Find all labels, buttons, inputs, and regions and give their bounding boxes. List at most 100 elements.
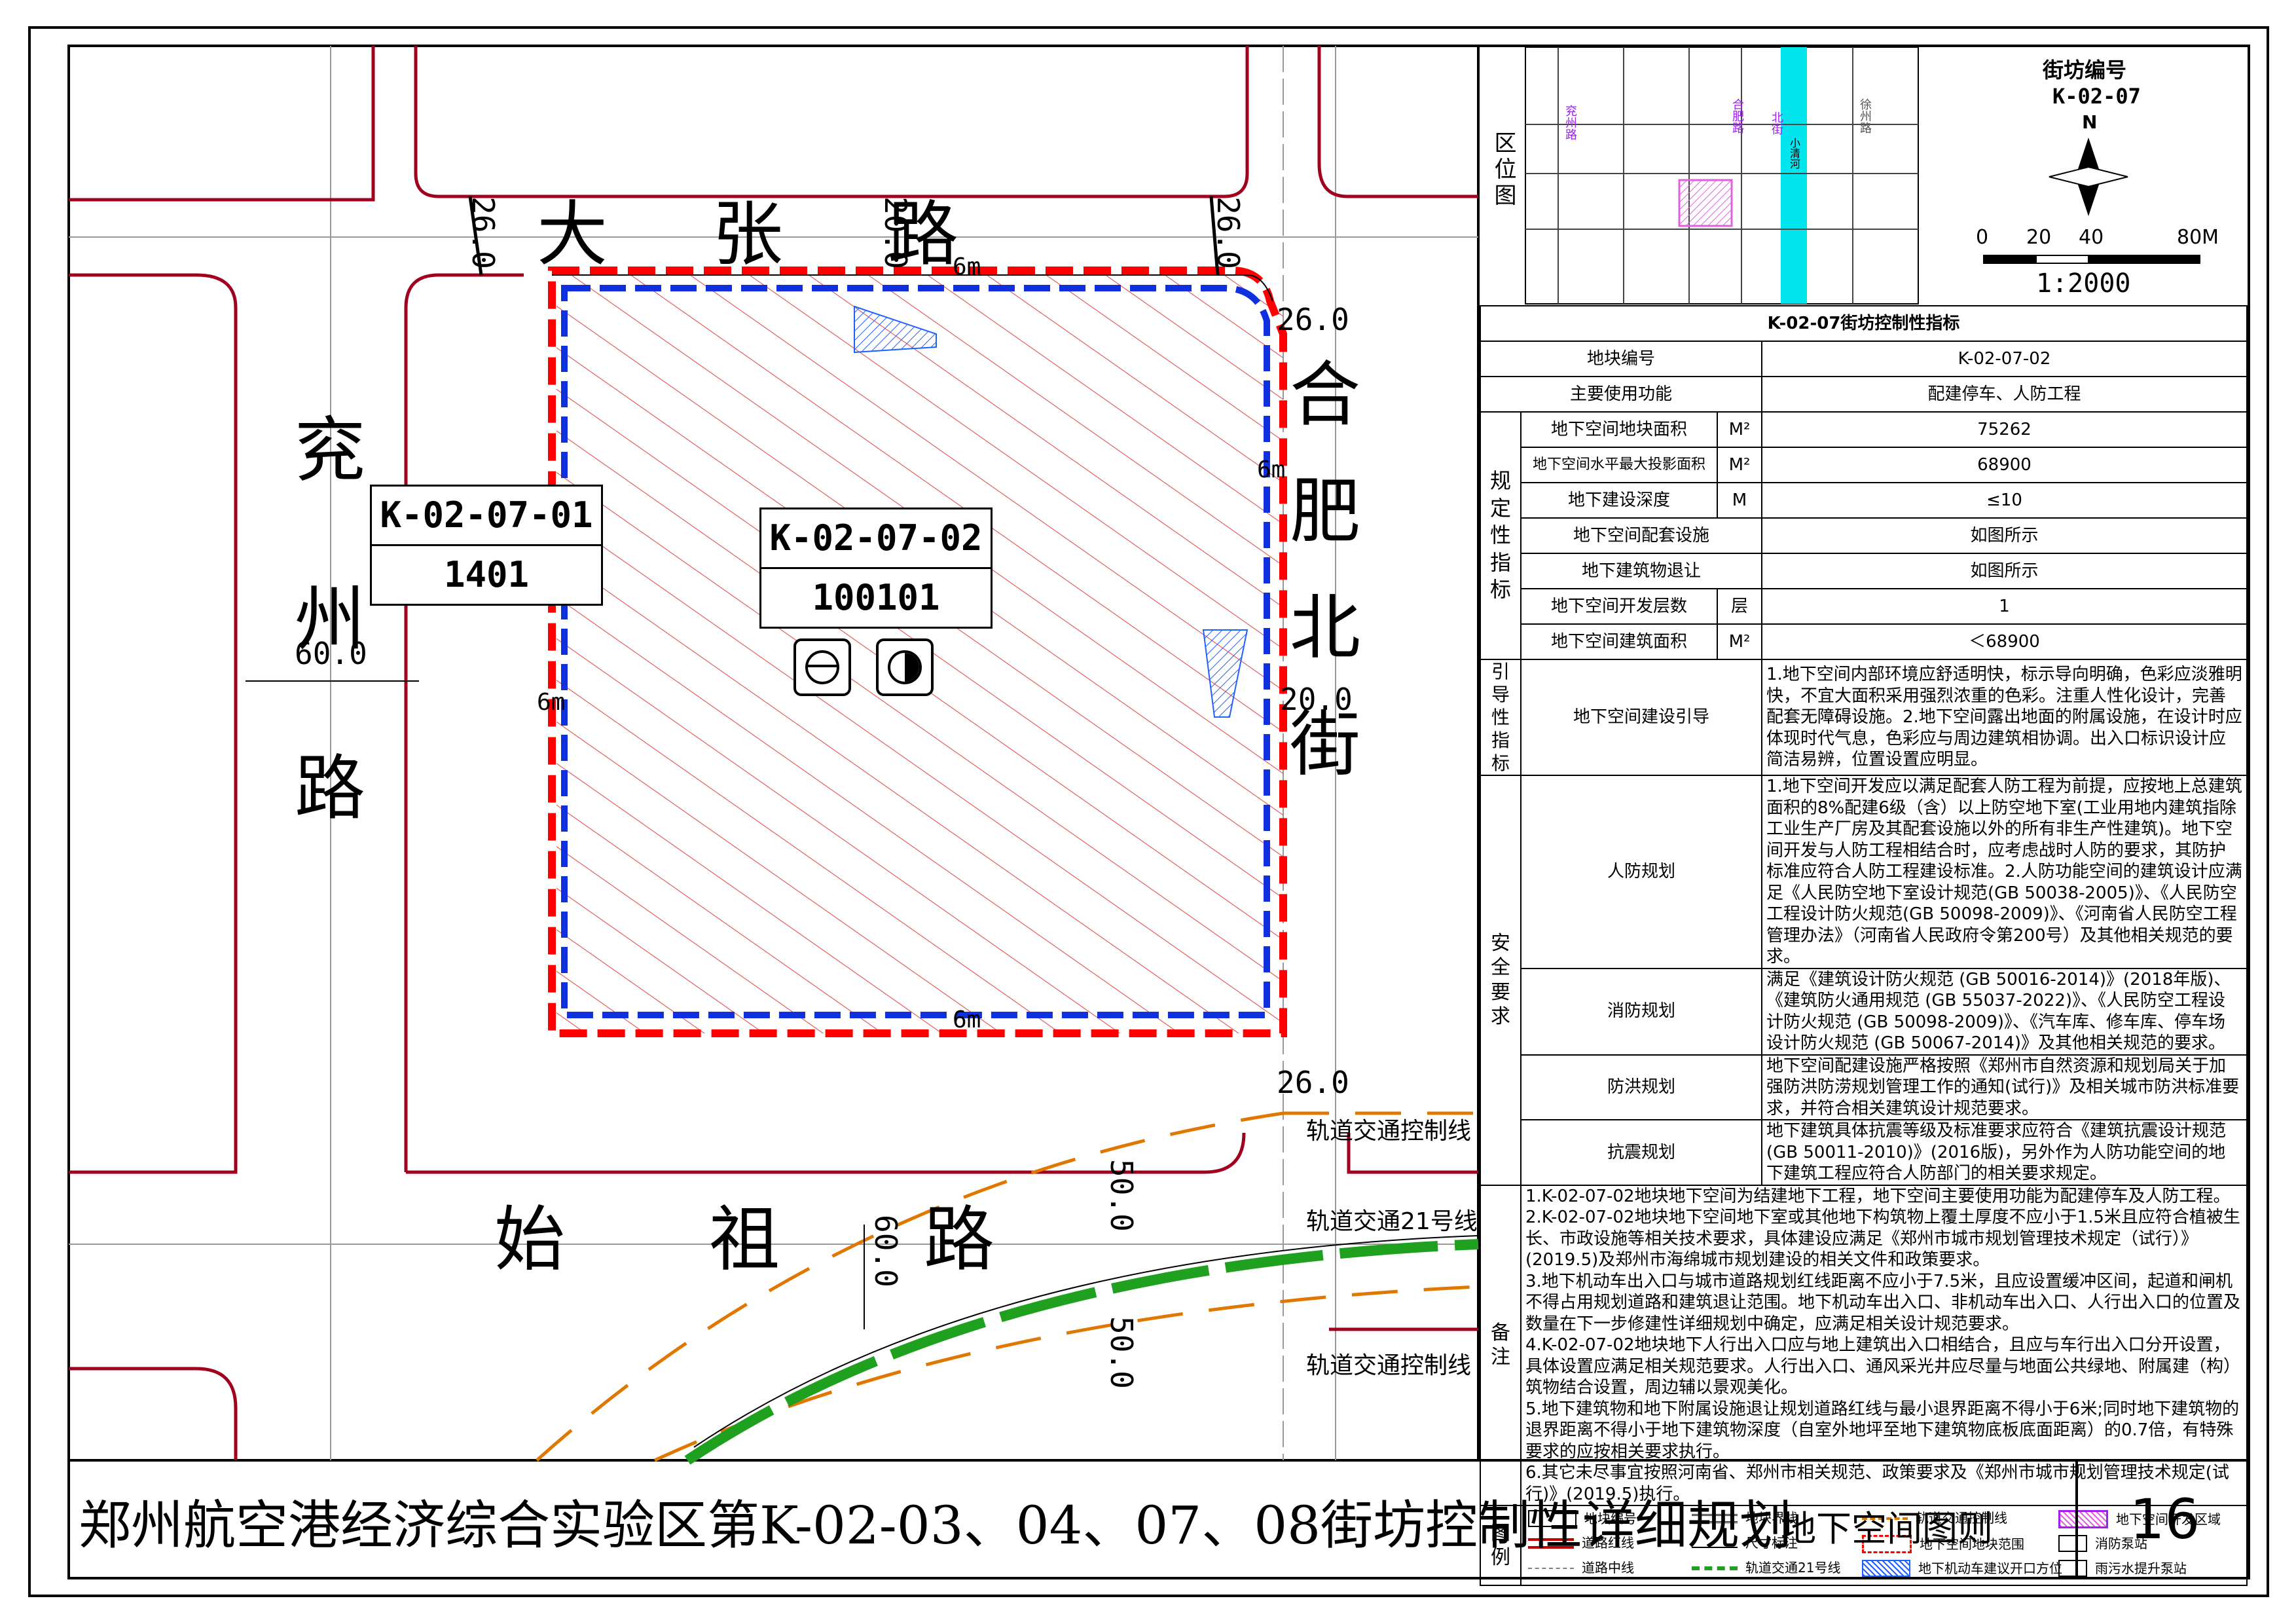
- guidance-text: 1.地下空间内部环境应舒适明快，标示导向明确，色彩应淡雅明快，不宜大面积采用强烈…: [1761, 659, 2248, 776]
- legend-item: 地块编号: [1528, 1510, 1637, 1527]
- legend-item: 地下空间地块范围: [1862, 1535, 2024, 1553]
- parcel-code-label: 地块编号: [1480, 341, 1762, 377]
- parcel-code-swatch: [1528, 1510, 1576, 1527]
- underground-parcel-swatch: [1862, 1535, 1912, 1553]
- inner-frame: [67, 45, 2250, 1579]
- reg-value-3: 如图所示: [1761, 517, 2248, 554]
- scale-tick-0: 0: [1976, 226, 1989, 249]
- plan-title: 郑州航空港经济综合实验区第K-02-03、04、07、08街坊控制性详细规划: [79, 1495, 1792, 1556]
- road-south-name: 始祖路: [494, 1199, 1139, 1281]
- reg-unit-6: M²: [1717, 623, 1762, 660]
- dim-rail-1: 50.0: [1104, 1159, 1139, 1232]
- vehicle-entrance-swatch: [1862, 1560, 1910, 1577]
- reg-label-5: 地下空间开发层数: [1520, 588, 1718, 625]
- loc-road-1: 兖州路: [1563, 105, 1577, 140]
- location-map-label: 区位图: [1490, 131, 1516, 210]
- road-centerline-swatch: [1528, 1567, 1574, 1569]
- reg-label-2: 地下建设深度: [1520, 482, 1718, 519]
- legend-item: 雨污水提升泵站: [2058, 1560, 2187, 1577]
- road-red-lines: [69, 46, 1478, 1460]
- dim-north-left: 26.0: [465, 196, 501, 269]
- parcel-boundary-swatch: [1692, 1513, 1738, 1523]
- setback-label-west: 6m: [537, 689, 566, 716]
- road-north-name: 大张路: [537, 194, 1064, 276]
- sewage-pump-icon: [2058, 1560, 2087, 1577]
- block-code-label: 街坊编号: [2043, 58, 2127, 83]
- safety-item-0: 人防规划: [1520, 775, 1762, 969]
- legend-panel: 地块编号 地块界线 轨道交通控制线 地下空间开发区域 道路红线 尺寸标注 地下空…: [1520, 1505, 2248, 1586]
- parcel-label-k-02-07-01: K-02-07-01 1401: [370, 485, 603, 606]
- dim-south-width: 60.0: [868, 1215, 903, 1287]
- reg-value-1: 68900: [1761, 447, 2248, 483]
- page-number-box: 16: [2075, 1460, 2251, 1578]
- rail-control-label-lower: 轨道交通控制线: [1306, 1352, 1472, 1379]
- reg-label-3: 地下空间配套设施: [1520, 517, 1762, 554]
- main-use-value: 配建停车、人防工程: [1761, 376, 2248, 413]
- safety-text-1: 满足《建筑设计防火规范 (GB 50016-2014)》(2018年版)、《建筑…: [1761, 967, 2248, 1056]
- rail-control-line-swatch: [1862, 1517, 1908, 1520]
- sewage-pump-icon: [876, 638, 934, 696]
- fire-pump-icon: [793, 638, 851, 696]
- scale-tick-80: 80M: [2177, 226, 2219, 249]
- parcel-area: 1401: [372, 544, 601, 604]
- reg-value-5: 1: [1761, 588, 2248, 625]
- parcel-code-value: K-02-07-02: [1761, 341, 2248, 377]
- safety-item-2: 防洪规划: [1520, 1054, 1762, 1120]
- remark-6: 6.其它未尽事宜按照河南省、郑州市相关规范、政策要求及《郑州市城市规划管理技术规…: [1525, 1463, 2229, 1504]
- legend-item: 地块界线: [1692, 1510, 1798, 1526]
- safety-text-2: 地下空间配建设施严格按照《郑州市自然资源和规划局关于加强防洪防涝规划管理工作的通…: [1761, 1054, 2248, 1120]
- dim-west-width: 60.0: [295, 636, 367, 671]
- metro-line-21-swatch: [1692, 1566, 1738, 1570]
- scale-bar: [1983, 255, 2200, 264]
- dim-north-mid: 20.0: [878, 196, 913, 269]
- regulatory-label: 规定性指标: [1480, 411, 1522, 660]
- outer-frame: [28, 26, 2269, 1597]
- road-red-line-swatch: [1528, 1538, 1574, 1549]
- dim-rail-2: 50.0: [1104, 1316, 1139, 1389]
- indicator-title: K-02-07街坊控制性指标: [1480, 305, 2248, 342]
- reg-label-0: 地下空间地块面积: [1520, 411, 1718, 448]
- rail-control-label-upper: 轨道交通控制线: [1306, 1118, 1472, 1145]
- legend-item: 道路中线: [1528, 1560, 1634, 1576]
- plan-subtitle: 地下空间图则: [1781, 1508, 1993, 1549]
- road-east-name: 合肥北街: [1278, 357, 1360, 823]
- legend-item: 地下机动车建议开口方位: [1862, 1560, 2062, 1577]
- reg-value-4: 如图所示: [1761, 553, 2248, 589]
- setback-line: [561, 285, 1270, 1018]
- reg-unit-2: M: [1717, 482, 1762, 519]
- parcel-boundary-line: [552, 274, 1273, 302]
- dim-east-mid: 20.0: [1280, 682, 1353, 717]
- fire-pump-icon: [2058, 1535, 2087, 1552]
- setback-label-east: 6m: [1257, 456, 1286, 483]
- loc-river: 小清河: [1788, 138, 1800, 169]
- safety-label: 安全要求: [1480, 775, 1522, 1186]
- legend-item: 轨道交通21号线: [1692, 1560, 1840, 1576]
- block-code: K-02-07: [2052, 84, 2141, 109]
- safety-item-1: 消防规划: [1520, 967, 1762, 1056]
- reg-unit-0: M²: [1717, 411, 1762, 448]
- safety-text-3: 地下建筑具体抗震等级及标准要求应符合《建筑抗震设计规范(GB 50011-201…: [1761, 1119, 2248, 1186]
- dim-north-right: 26.0: [1211, 196, 1246, 269]
- remark-1: 1.K-02-07-02地块地下空间为结建地下工程，地下空间主要使用功能为配建停…: [1525, 1186, 2231, 1206]
- setback-label-north: 6m: [953, 253, 981, 280]
- legend-item: 轨道交通控制线: [1862, 1510, 2007, 1526]
- remark-4: 4.K-02-07-02地块地下人行出入口应与地上建筑出入口相结合，且应与车行出…: [1525, 1335, 2241, 1397]
- scale-tick-20: 20: [2026, 226, 2052, 249]
- legend-label: 图例: [1480, 1505, 1522, 1586]
- remark-2: 2.K-02-07-02地块地下空间地下室或其他地下构筑物上覆土厚度不应小于1.…: [1525, 1208, 2240, 1270]
- safety-item-3: 抗震规划: [1520, 1119, 1762, 1186]
- guidance-label: 引导性指标: [1480, 659, 1522, 776]
- metro-line-21: [684, 1239, 1479, 1465]
- reg-value-6: ＜68900: [1761, 623, 2248, 660]
- dimension-swatch: [1692, 1539, 1738, 1548]
- road-west-name: 兖州路: [283, 413, 365, 919]
- reg-value-2: ≤10: [1761, 482, 2248, 519]
- indicator-table: K-02-07街坊控制性指标 地块编号 K-02-07-02 主要使用功能 配建…: [1480, 305, 2248, 1586]
- reg-value-0: 75262: [1761, 411, 2248, 448]
- metro-line-21-label: 轨道交通21号线: [1306, 1208, 1478, 1235]
- parcel-code: K-02-07-01: [380, 494, 593, 536]
- reg-unit-5: 层: [1717, 588, 1762, 625]
- dim-northeast: 26.0: [1277, 302, 1349, 337]
- scale-ratio: 1:2000: [2036, 268, 2131, 299]
- legend-item: 尺寸标注: [1692, 1535, 1798, 1551]
